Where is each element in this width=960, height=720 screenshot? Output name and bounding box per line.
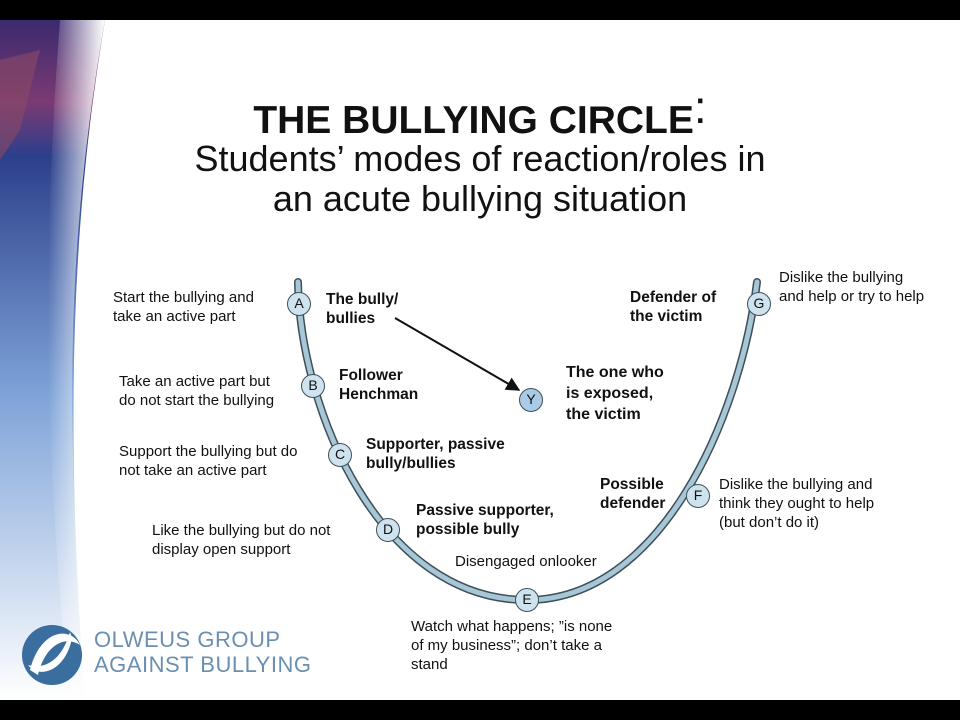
description-g: Dislike the bullying and help or try to h… — [779, 268, 924, 306]
description-a-line-1: Start the bullying and — [113, 289, 254, 306]
role-e: Disengaged onlooker — [455, 553, 597, 570]
role-g-line-2: the victim — [630, 308, 703, 325]
node-c: C — [328, 443, 352, 467]
description-c-line-1: Support the bullying but do — [119, 443, 298, 460]
logo-text-line-1: OLWEUS GROUP — [94, 627, 281, 652]
logo-text-line-2: AGAINST BULLYING — [94, 652, 312, 677]
description-d-line-2: display open support — [152, 541, 291, 558]
role-d: Passive supporter, possible bully — [416, 501, 554, 539]
role-y-line-1: The one who — [566, 364, 664, 381]
subtitle-line-1: Students’ modes of reaction/roles in — [194, 138, 766, 179]
description-d-line-1: Like the bullying but do not — [152, 522, 331, 539]
left-decor-streak — [0, 50, 40, 160]
role-a-line-2: bullies — [326, 310, 376, 327]
role-c-line-2: bully/bullies — [366, 455, 456, 472]
role-d-line-2: possible bully — [416, 521, 520, 538]
description-b-line-2: do not start the bullying — [119, 392, 275, 409]
role-c: Supporter, passive bully/bullies — [366, 435, 505, 473]
description-f: Dislike the bullying and think they ought… — [719, 475, 874, 532]
olweus-logo-icon — [22, 625, 82, 685]
node-d: D — [376, 518, 400, 542]
description-d: Like the bullying but do not display open… — [152, 521, 330, 559]
role-y-line-3: the victim — [566, 406, 641, 423]
description-g-line-2: and help or try to help — [779, 288, 925, 305]
description-c: Support the bullying but do not take an a… — [119, 442, 297, 480]
bully-victim-arrow — [394, 317, 521, 391]
node-e: E — [515, 588, 539, 612]
role-g-line-1: Defender of — [630, 289, 717, 306]
slide: THE BULLYING CIRCLE: Students’ modes of … — [0, 20, 960, 700]
role-b-line-2: Henchman — [339, 386, 419, 403]
description-f-line-3: (but don’t do it) — [719, 514, 820, 531]
node-y: Y — [519, 388, 543, 412]
title-text: THE BULLYING CIRCLE — [253, 99, 694, 142]
role-d-line-1: Passive supporter, — [416, 502, 554, 519]
title-colon: : — [693, 81, 707, 133]
description-g-line-1: Dislike the bullying — [779, 269, 904, 286]
node-f: F — [686, 484, 710, 508]
node-g: G — [747, 292, 771, 316]
role-a-line-1: The bully/ — [326, 291, 399, 308]
node-a: A — [287, 292, 311, 316]
role-c-line-1: Supporter, passive — [366, 436, 505, 453]
role-f-line-2: defender — [600, 495, 666, 512]
description-b-line-1: Take an active part but — [119, 373, 270, 390]
node-b: B — [301, 374, 325, 398]
description-a-line-2: take an active part — [113, 308, 236, 325]
role-f: Possible defender — [600, 475, 665, 513]
role-f-line-1: Possible — [600, 476, 664, 493]
description-e-line-3: stand — [411, 656, 448, 673]
description-b: Take an active part but do not start the … — [119, 372, 274, 410]
role-b-line-1: Follower — [339, 367, 403, 384]
role-a: The bully/bullies — [326, 290, 398, 328]
role-g: Defender of the victim — [630, 288, 716, 326]
description-e-line-2: of my business”; don’t take a — [411, 637, 602, 654]
description-c-line-2: not take an active part — [119, 462, 267, 479]
description-e-line-1: Watch what happens; ”is none — [411, 618, 613, 635]
slide-background — [0, 20, 761, 700]
left-decor-fade — [48, 20, 105, 700]
description-f-line-1: Dislike the bullying and — [719, 476, 873, 493]
description-e: Watch what happens; ”is none of my busine… — [411, 617, 612, 674]
description-a: Start the bullying and take an active par… — [113, 288, 254, 326]
role-y: The one who is exposed, the victim — [566, 362, 664, 425]
role-y-line-2: is exposed, — [566, 385, 654, 402]
page-title: THE BULLYING CIRCLE: — [0, 81, 960, 144]
subtitle-line-2: an acute bullying situation — [272, 178, 688, 219]
description-f-line-2: think they ought to help — [719, 495, 875, 512]
